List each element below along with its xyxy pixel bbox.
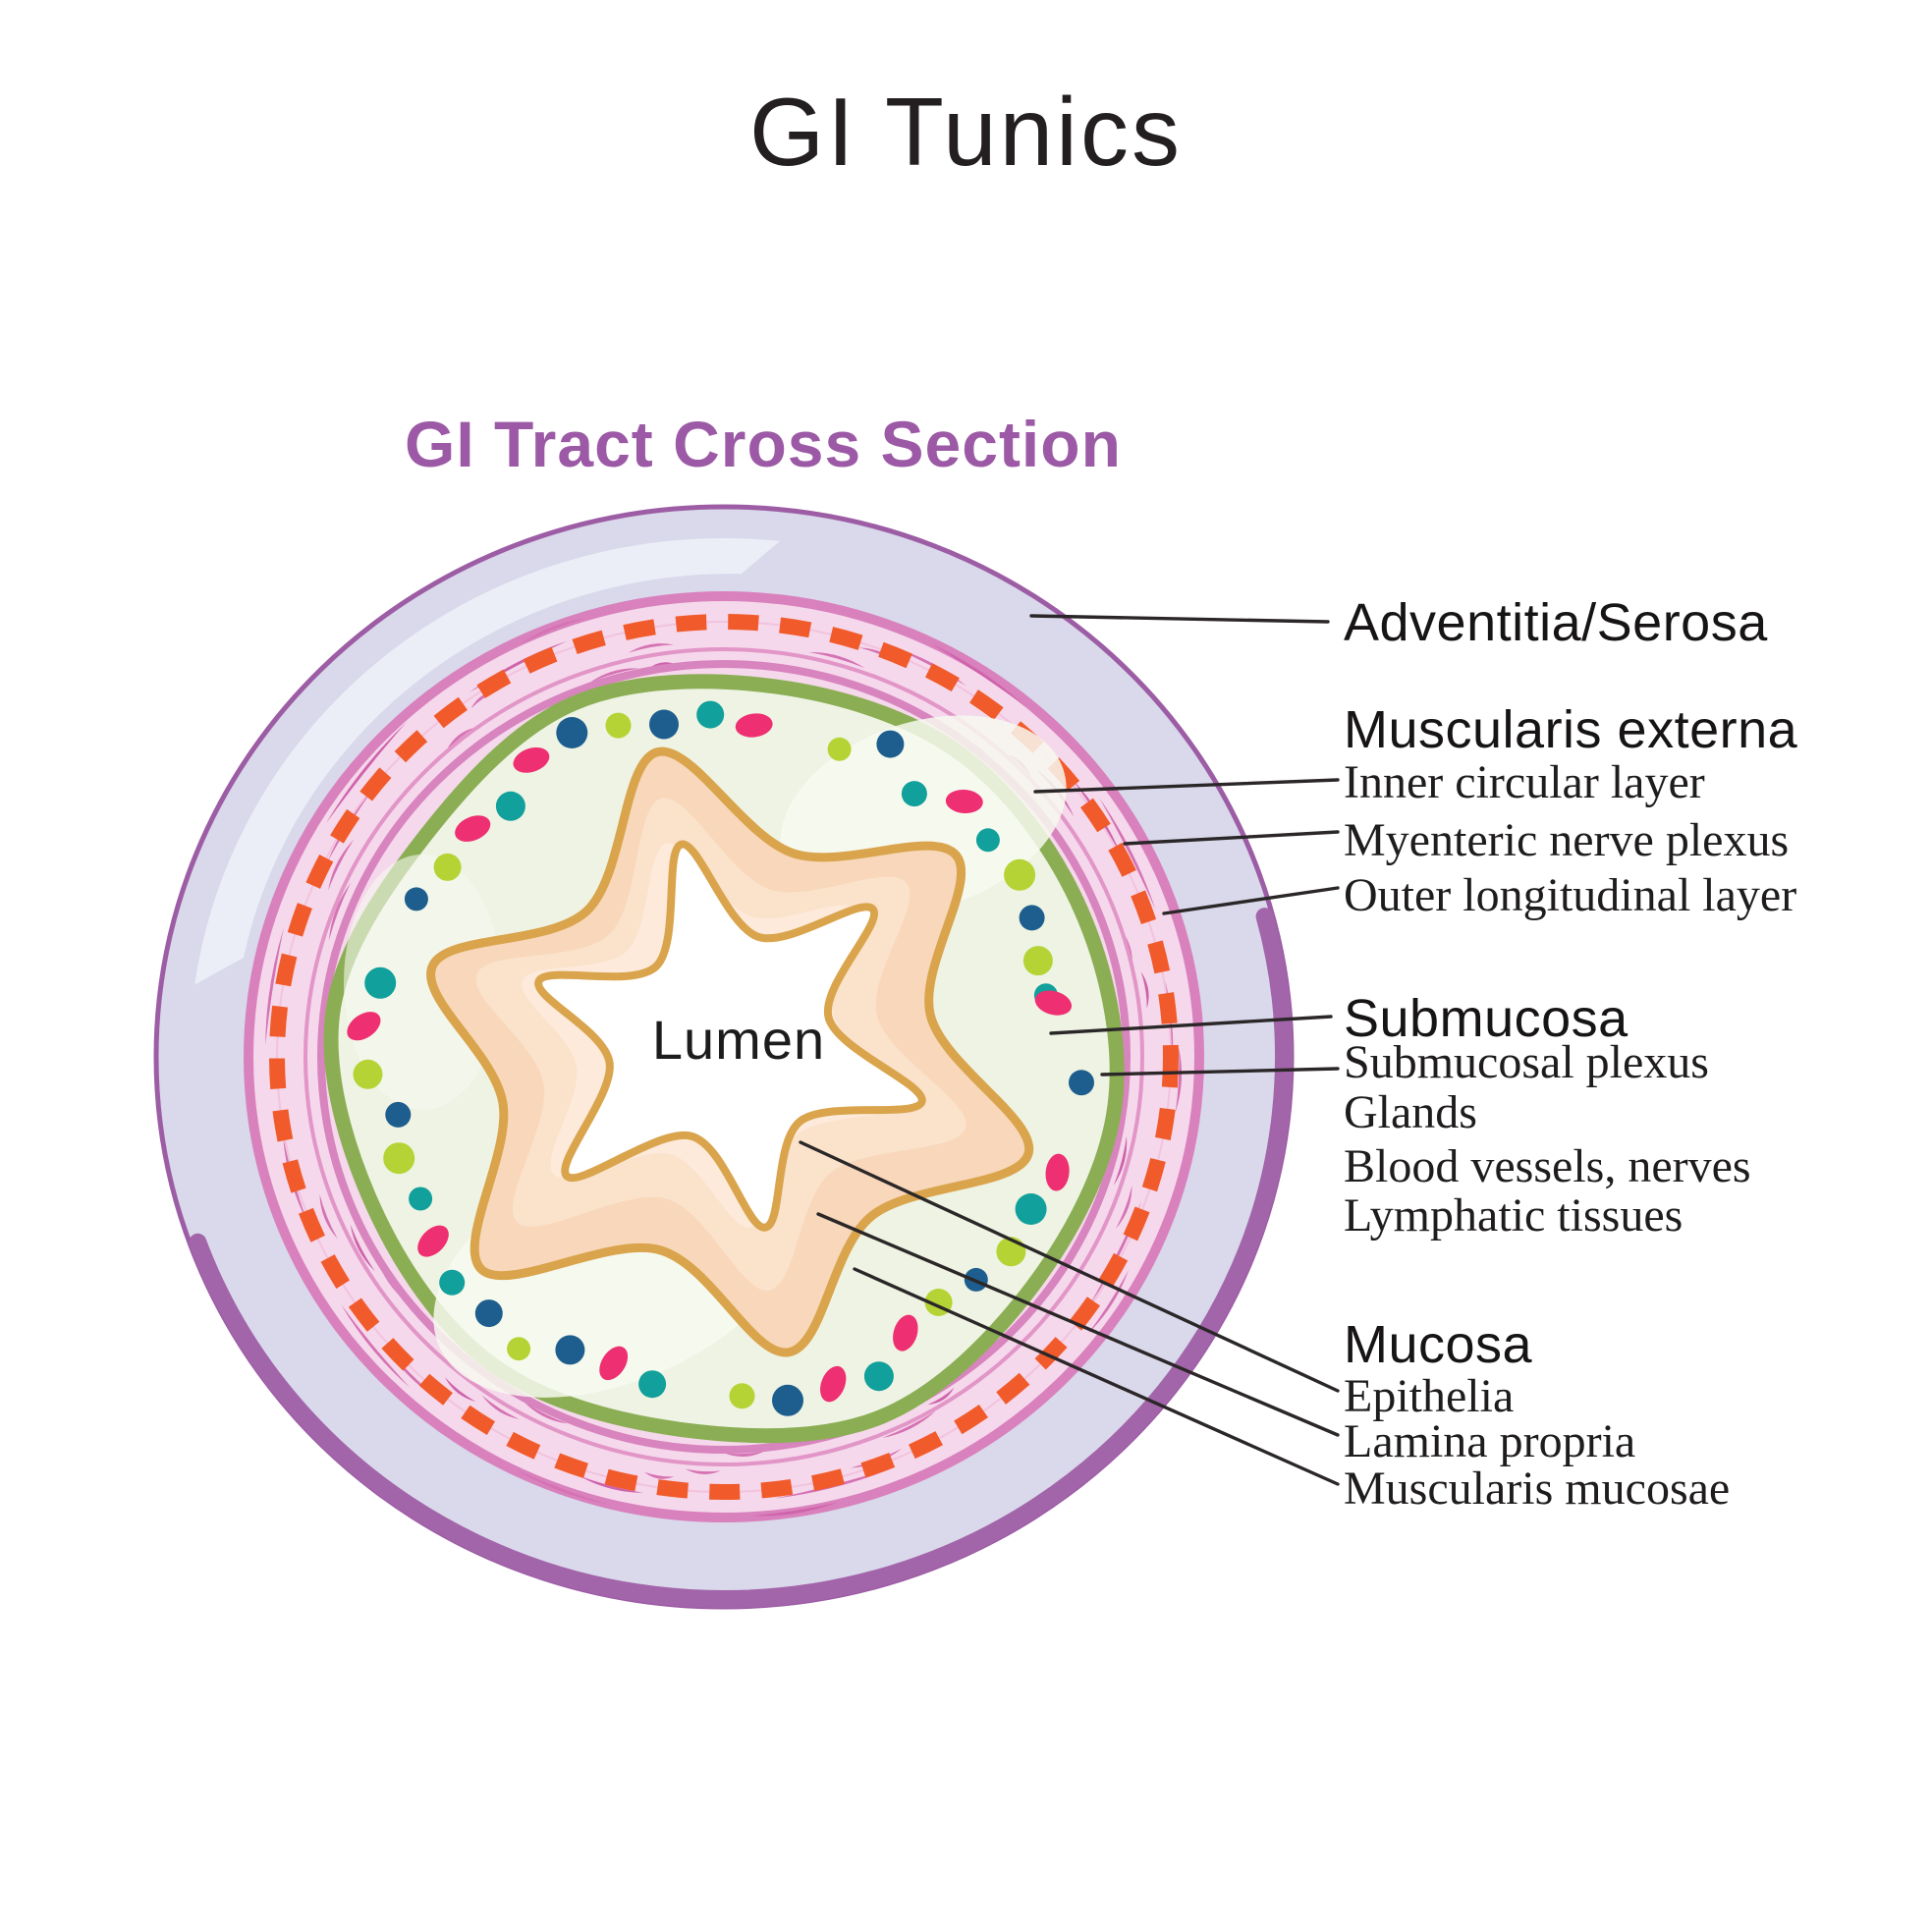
label-submucosal-plexus: Submucosal plexus: [1344, 1036, 1709, 1088]
label-muscularis-externa: Muscularis externa: [1344, 700, 1798, 759]
inner-circular-ring-2: [317, 660, 1131, 1454]
serosa-highlight: [194, 537, 780, 985]
myenteric-plexus-ring: [269, 614, 1179, 1500]
label-lamina-propria: Lamina propria: [1344, 1415, 1636, 1467]
label-submucosa: Submucosa: [1344, 989, 1628, 1048]
page-title: GI Tunics: [749, 78, 1183, 186]
layer-mucosa: [426, 746, 1034, 1357]
label-inner-circular-layer: Inner circular layer: [1344, 756, 1705, 808]
label-mucosa: Mucosa: [1344, 1315, 1533, 1374]
inner-circular-ring-1: [304, 647, 1144, 1466]
leader-lines: [799, 614, 1340, 1486]
figure-subtitle: GI Tract Cross Section: [405, 408, 1122, 480]
label-adventitia-serosa: Adventitia/Serosa: [1344, 593, 1768, 652]
submucosa-dots: [347, 700, 1094, 1416]
lumen-shape: [534, 840, 926, 1232]
label-blood-vessels-nerves: Blood vessels, nerves: [1344, 1140, 1751, 1192]
label-glands: Glands: [1344, 1086, 1477, 1138]
lumen-label: Lumen: [651, 1009, 826, 1071]
label-outer-longitudinal: Outer longitudinal layer: [1344, 869, 1797, 921]
label-myenteric-nerve-plexus: Myenteric nerve plexus: [1344, 814, 1790, 866]
label-muscularis-mucosae: Muscularis mucosae: [1344, 1463, 1731, 1515]
label-lymphatic-tissues: Lymphatic tissues: [1344, 1189, 1684, 1242]
label-epithelia: Epithelia: [1344, 1370, 1515, 1422]
